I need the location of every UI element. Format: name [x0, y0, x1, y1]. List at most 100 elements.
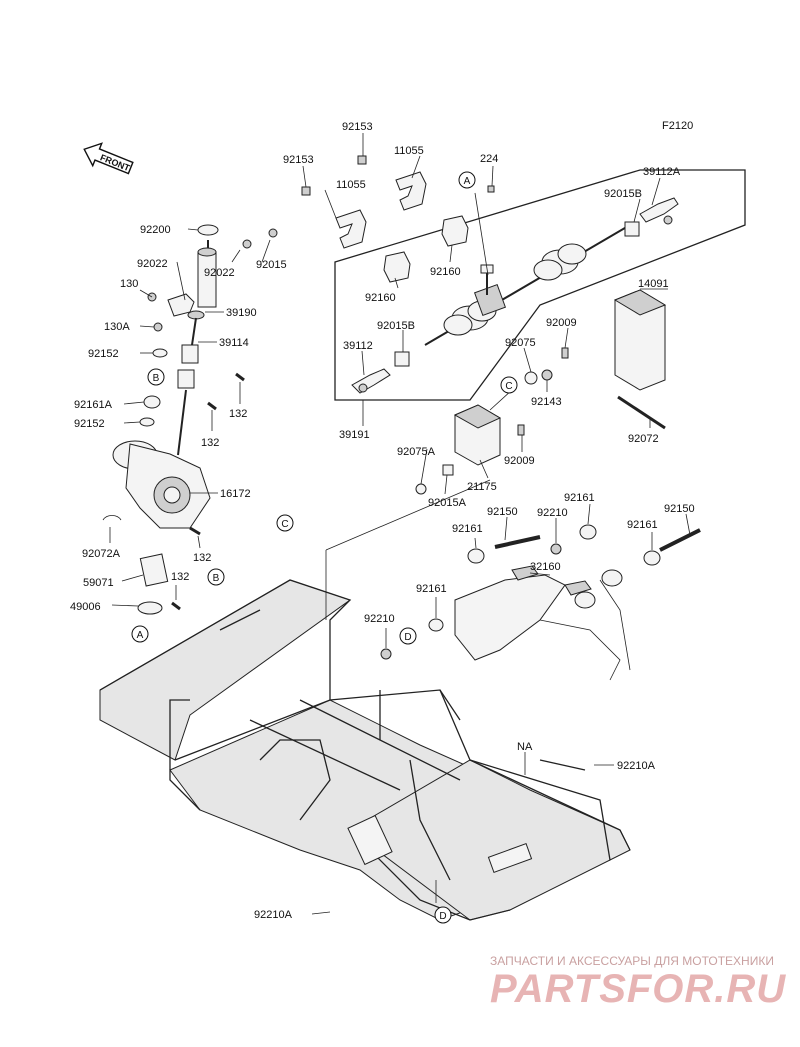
svg-text:C: C [281, 519, 288, 530]
callout-11055-left: 11055 [336, 179, 366, 191]
callout-92075: 92075 [505, 337, 536, 349]
bolt-92150-a [494, 535, 541, 549]
bolt-92150-b [659, 528, 701, 552]
steering-rack [424, 224, 631, 346]
callout-92143: 92143 [531, 396, 562, 408]
controller-21175 [453, 404, 502, 466]
nut-92210-b [380, 648, 392, 660]
joint-59071 [139, 553, 169, 587]
ref-marker-c-box: C [500, 376, 518, 394]
callout-59071: 59071 [83, 577, 114, 589]
bushing-92161-d [428, 618, 444, 632]
callout-132-upper: 132 [229, 408, 247, 420]
bolt-132-c [189, 526, 201, 536]
nut-92015 [268, 228, 278, 238]
watermark-caption: ЗАПЧАСТИ И АКСЕССУАРЫ ДЛЯ МОТОТЕХНИКИ [490, 954, 774, 968]
callout-39112a: 39112A [643, 166, 681, 178]
ref-marker-c-frame: C [276, 514, 294, 532]
steering-column [167, 224, 219, 456]
callout-132-bottom: 132 [171, 571, 189, 583]
nut-92143 [541, 369, 553, 381]
rack-box-outline [334, 169, 746, 401]
front-arrow-icon: FRONT [83, 142, 134, 175]
svg-text:B: B [153, 373, 160, 384]
callout-92022-left: 92022 [137, 258, 168, 270]
washer-92022-right [242, 239, 252, 249]
callout-92152-top: 92152 [88, 348, 119, 360]
fitting-224 [487, 185, 495, 193]
callout-92200: 92200 [140, 224, 171, 236]
callout-92161-right: 92161 [627, 519, 658, 531]
washer-92152-bottom [139, 417, 155, 427]
callout-39112: 39112 [343, 340, 373, 352]
svg-text:A: A [464, 176, 471, 187]
figure-code: F2120 [662, 120, 693, 132]
svg-text:B: B [213, 573, 220, 584]
reference-markers: A A B B C C D D [131, 171, 518, 924]
callout-224: 224 [480, 153, 498, 165]
callout-92015a: 92015A [428, 497, 467, 509]
callout-39114: 39114 [219, 337, 249, 349]
bolt-92009-top [561, 347, 569, 359]
ref-marker-d-arm: D [399, 627, 417, 645]
callout-92015: 92015 [256, 259, 287, 271]
nut-92210-a [550, 543, 562, 555]
callout-49006: 49006 [70, 601, 101, 613]
bushing-92161-b [579, 524, 597, 540]
bolt-132-d [171, 601, 181, 611]
callout-39191: 39191 [339, 429, 370, 441]
callout-92150-right: 92150 [664, 503, 695, 515]
callout-92150-left: 92150 [487, 506, 518, 518]
callout-92153-left: 92153 [283, 154, 314, 166]
tie-rod-end-39112a [639, 197, 679, 225]
callout-14091: 14091 [638, 278, 669, 290]
callout-132-lower: 132 [193, 552, 211, 564]
eps-unit-16172 [112, 440, 211, 529]
callout-92160-left: 92160 [365, 292, 396, 304]
washer-49006 [137, 601, 163, 615]
callout-92161-top-right: 92161 [564, 492, 595, 504]
svg-text:D: D [439, 911, 446, 922]
locknut-92015b-left [394, 351, 410, 367]
callout-16172: 16172 [220, 488, 251, 500]
callout-92161-lower: 92161 [416, 583, 447, 595]
bushing-92161a [143, 395, 161, 409]
bolt-92009-bottom [517, 424, 525, 436]
washer-92152-top [152, 348, 168, 358]
callout-130a: 130A [104, 321, 130, 333]
callout-21175: 21175 [467, 481, 497, 493]
callout-92210a-bottom: 92210A [254, 909, 293, 921]
callout-92075a: 92075A [397, 446, 436, 458]
callout-32160: 32160 [530, 561, 561, 573]
bushing-92160-right [441, 215, 469, 247]
callout-39190: 39190 [226, 307, 257, 319]
bolt-92153-left [301, 186, 311, 196]
callout-92210-upper: 92210 [537, 507, 568, 519]
suspension-arm-32160 [454, 565, 631, 681]
bushing-92161-a [467, 548, 485, 564]
callout-11055-top: 11055 [394, 145, 424, 157]
leader-lines [109, 133, 691, 915]
svg-text:C: C [505, 381, 512, 392]
clamp-92072a [102, 515, 122, 521]
callout-92153-top: 92153 [342, 121, 373, 133]
callout-labels: 92153 92153 11055 11055 224 39112A 92015… [70, 121, 695, 921]
ref-marker-b-left: B [147, 368, 165, 386]
svg-text:D: D [404, 632, 411, 643]
locknut-92015b-right [624, 221, 640, 237]
collar-92015a [442, 464, 454, 476]
watermark-logo: PARTSFOR.RU [490, 967, 786, 1011]
bushing-92161-c [643, 550, 661, 566]
callout-92210-lower: 92210 [364, 613, 395, 625]
callout-92210a-right: 92210A [617, 760, 656, 772]
svg-text:A: A [137, 630, 144, 641]
callout-130: 130 [120, 278, 138, 290]
ref-marker-b-frame: B [207, 568, 225, 586]
bolt-132-b [207, 401, 217, 411]
bushing-92160-left [383, 251, 411, 283]
bolt-92153-right [357, 155, 367, 165]
bracket-11055-right [395, 171, 427, 211]
washer-92075 [524, 371, 538, 385]
tie-rod-end-39112 [351, 368, 391, 394]
